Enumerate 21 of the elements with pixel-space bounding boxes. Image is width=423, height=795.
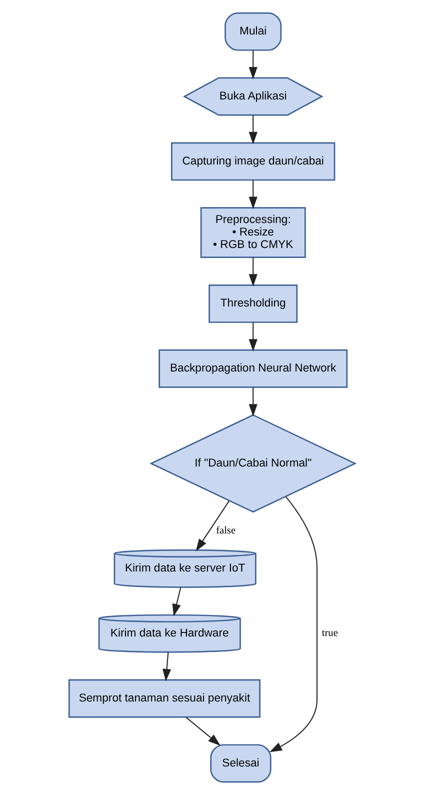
- arrow: [248, 257, 257, 287]
- arrow: [185, 716, 220, 746]
- node-diamond: If "Daun/Cabai Normal": [149, 414, 356, 513]
- arrow: [248, 115, 257, 144]
- node-box: Capturing image daun/cabai: [170, 142, 335, 181]
- arrow: [248, 388, 257, 416]
- node-box: Backpropagation Neural Network: [158, 349, 348, 388]
- arrow: [248, 322, 257, 352]
- arrow: [269, 496, 318, 752]
- node-box: Thresholding: [208, 284, 298, 323]
- arrow: [248, 180, 257, 210]
- node-box: Mulai: [224, 12, 282, 51]
- node-box: Semprot tanaman sesuai penyakit: [68, 679, 260, 718]
- node-box: Preprocessing: • Resize • RGB to CMYK: [200, 207, 306, 258]
- edge-label: false: [216, 526, 236, 537]
- arrow: [195, 500, 230, 552]
- node-box: Selesai: [210, 744, 271, 783]
- arrow: [248, 50, 257, 80]
- arrow: [172, 587, 181, 616]
- edge-label: true: [321, 628, 338, 640]
- arrow: [162, 652, 171, 682]
